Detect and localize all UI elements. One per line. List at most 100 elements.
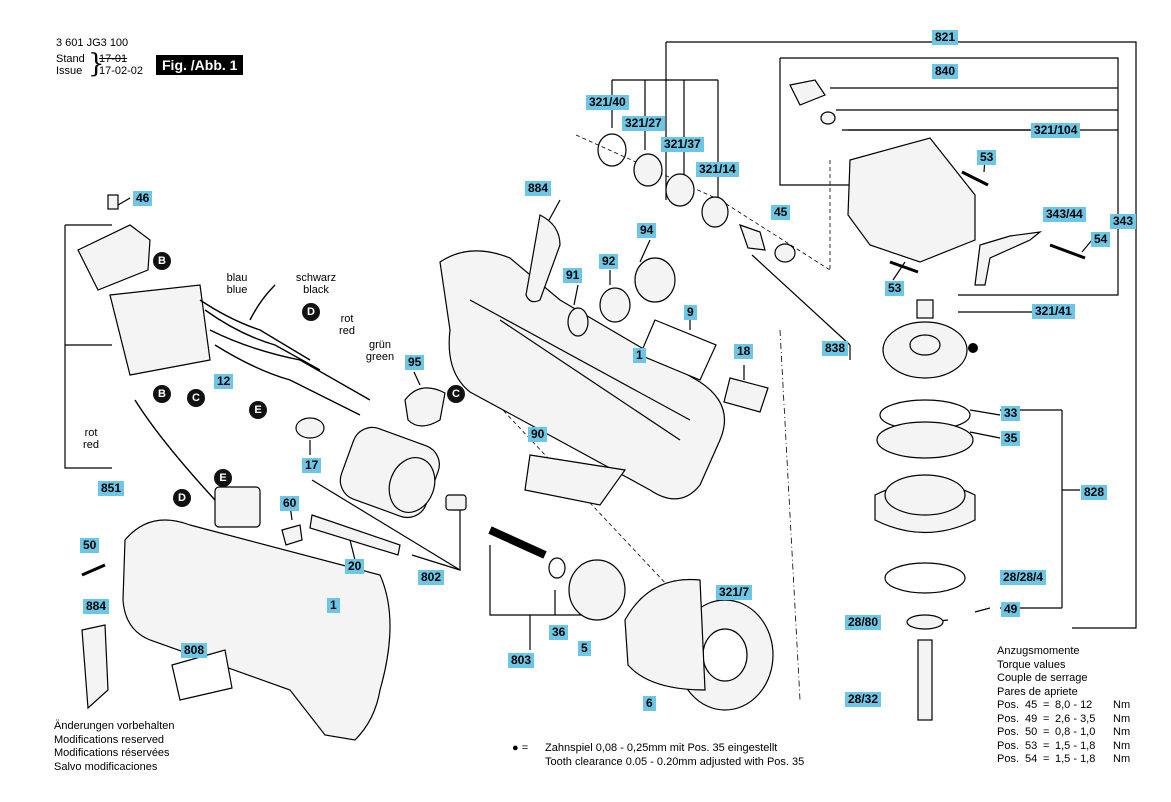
part-label: 840 <box>932 64 959 79</box>
part-label: 46 <box>133 191 153 206</box>
brace-icon: } <box>88 49 105 79</box>
part-label: 343/44 <box>1043 207 1086 222</box>
torque-val: 1,5 - 1,8 <box>1055 753 1096 765</box>
clearance-note-de: Zahnspiel 0,08 - 0,25mm mit Pos. 35 eing… <box>545 742 778 754</box>
torque-title: Anzugsmomente <box>997 645 1080 657</box>
wire-label-rot: rot <box>84 427 98 439</box>
torque-val: 2,6 - 3,5 <box>1055 712 1096 725</box>
clearance-note-en: Tooth clearance 0.05 - 0.20mm adjusted w… <box>545 756 805 768</box>
part-label: 802 <box>418 570 445 585</box>
wire-label-schwarz: schwarz <box>295 272 337 284</box>
torque-eq: = <box>1043 739 1050 752</box>
connector-d-marker: D <box>173 489 191 507</box>
torque-num: 50 <box>1025 726 1038 738</box>
part-label: 60 <box>280 496 300 511</box>
torque-table: Anzugsmomente Torque values Couple de se… <box>997 645 1167 767</box>
torque-pos: Pos. <box>997 753 1020 765</box>
part-label: 343 <box>1110 214 1137 229</box>
torque-row: Pos. 49 = 2,6 - 3,5 Nm <box>997 713 1167 727</box>
part-label: 53 <box>885 281 905 296</box>
torque-pos: Pos. <box>997 726 1020 738</box>
wire-label-blau: blau <box>226 272 248 284</box>
wire-label-gruen: grün <box>368 339 392 351</box>
clearance-dot-icon <box>968 343 978 353</box>
part-label: 838 <box>822 341 849 356</box>
part-label: 6 <box>643 696 656 711</box>
wire-label-rot: rot <box>340 313 354 325</box>
part-label: 321/41 <box>1032 304 1075 319</box>
part-label: 35 <box>1001 431 1021 446</box>
part-label: 321/27 <box>622 116 665 131</box>
torque-num: 53 <box>1025 739 1038 752</box>
stand-label: Stand <box>56 53 85 65</box>
part-label: 20 <box>345 559 365 574</box>
torque-val: 8,0 - 12 <box>1055 699 1093 711</box>
part-label: 884 <box>525 181 552 196</box>
connector-c-marker: C <box>187 389 205 407</box>
torque-num: 45 <box>1025 699 1038 711</box>
part-label: 53 <box>977 150 997 165</box>
torque-unit: Nm <box>1113 712 1131 725</box>
part-label: 851 <box>98 481 125 496</box>
part-label: 28/32 <box>845 692 882 707</box>
torque-num: 49 <box>1025 712 1038 725</box>
wire-label-red: red <box>83 439 99 451</box>
part-label: 50 <box>80 538 100 553</box>
torque-eq: = <box>1043 753 1050 765</box>
clearance-symbol: ● = <box>512 742 529 754</box>
changes-line: Änderungen vorbehalten <box>54 720 175 732</box>
torque-pos: Pos. <box>997 699 1020 711</box>
torque-row: Pos. 45 = 8,0 - 12 Nm <box>997 699 1167 713</box>
part-label: 1 <box>327 598 340 613</box>
part-label: 321/14 <box>696 162 739 177</box>
wire-label-red: red <box>339 325 355 337</box>
part-label: 5 <box>578 641 591 656</box>
torque-eq: = <box>1043 712 1050 725</box>
connector-b-marker: B <box>153 385 171 403</box>
torque-val: 1,5 - 1,8 <box>1055 739 1096 752</box>
torque-unit: Nm <box>1113 726 1131 738</box>
part-label: 321/37 <box>661 137 704 152</box>
part-label: 828 <box>1081 485 1108 500</box>
part-label: 28/80 <box>845 615 882 630</box>
part-label: 808 <box>181 643 208 658</box>
part-label: 1 <box>633 348 646 363</box>
part-label: 17 <box>302 458 322 473</box>
part-label: 94 <box>637 223 657 238</box>
changes-line: Modifications reserved <box>54 733 165 746</box>
doc-number: 3 601 JG3 100 <box>56 37 129 49</box>
torque-title: Torque values <box>997 658 1066 671</box>
torque-unit: Nm <box>1113 739 1131 752</box>
part-label: 321/7 <box>716 585 753 600</box>
part-label: 33 <box>1001 406 1021 421</box>
part-label: 9 <box>684 305 697 320</box>
part-label: 821 <box>932 30 959 45</box>
wire-label-blue: blue <box>226 284 248 296</box>
connector-e-marker: E <box>214 469 232 487</box>
wire-label-green: green <box>365 351 395 363</box>
torque-unit: Nm <box>1113 699 1131 711</box>
part-label: 28/28/4 <box>1000 570 1047 585</box>
part-label: 49 <box>1001 602 1021 617</box>
changes-note: Änderungen vorbehalten Modifications res… <box>54 720 174 774</box>
part-label: 803 <box>508 653 535 668</box>
torque-eq: = <box>1043 699 1050 711</box>
torque-title: Pares de apriete <box>997 685 1078 698</box>
part-label: 91 <box>563 268 583 283</box>
connector-d-marker: D <box>302 303 320 321</box>
connector-b-marker: B <box>153 252 171 270</box>
connector-e-marker: E <box>249 401 267 419</box>
torque-pos: Pos. <box>997 712 1020 725</box>
torque-unit: Nm <box>1113 753 1131 765</box>
part-label: 321/104 <box>1031 123 1081 138</box>
connector-c-marker: C <box>447 385 465 403</box>
part-label: 92 <box>599 254 619 269</box>
torque-num: 54 <box>1025 753 1038 765</box>
torque-eq: = <box>1043 726 1050 738</box>
issue-label: Issue <box>56 65 83 77</box>
figure-label: Fig. /Abb. 1 <box>156 55 244 75</box>
part-label: 45 <box>771 205 791 220</box>
